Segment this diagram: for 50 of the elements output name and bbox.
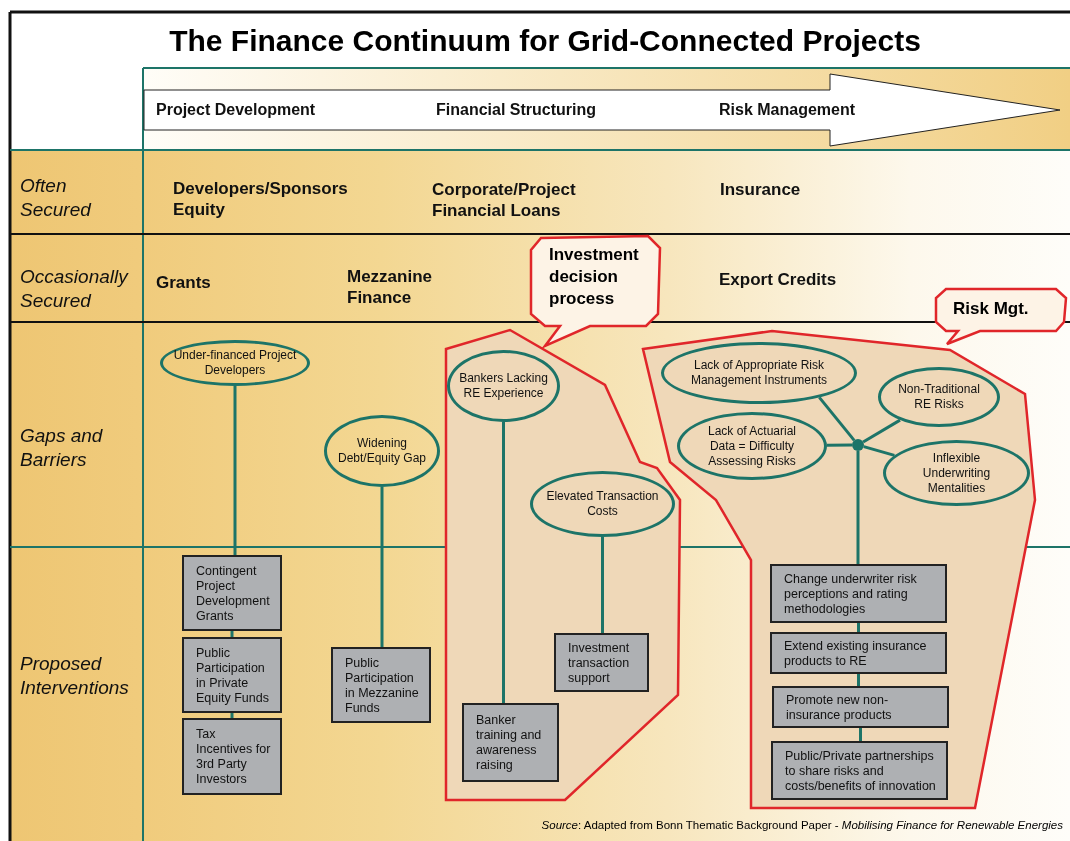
funding-source: Corporate/Project Financial Loans — [432, 179, 577, 221]
callout-bubble: Risk Mgt. — [933, 287, 1067, 347]
connector-line — [856, 451, 860, 564]
connector-line — [857, 623, 860, 632]
intervention-box: Public/Private partnerships to share risks and costs/benefits of innovation — [771, 741, 948, 800]
connector-line — [380, 487, 384, 647]
intervention-box: Investment transaction support — [554, 633, 649, 692]
row-header: Proposed Interventions — [20, 652, 130, 700]
connector-line — [859, 728, 862, 741]
connector-line — [826, 443, 852, 447]
funding-source: Developers/Sponsors Equity — [173, 178, 349, 220]
intervention-box: Extend existing insurance products to RE — [770, 632, 947, 674]
barrier-ellipse: Widening Debt/Equity Gap — [324, 415, 440, 487]
row-header: Occasionally Secured — [20, 265, 130, 313]
connector-line — [230, 631, 234, 637]
funding-source: Mezzanine Finance — [347, 266, 434, 308]
barrier-ellipse: Bankers Lacking RE Experience — [447, 350, 560, 422]
barrier-ellipse: Lack of Actuarial Data = Difficulty Assessing Risks — [677, 412, 827, 480]
connector-line — [601, 537, 604, 633]
source-note: Source: Adapted from Bonn Thematic Background Paper - Mobilising Finance for Renewable Energies — [540, 819, 1063, 833]
intervention-box: Contingent Project Development Grants — [182, 555, 282, 631]
barrier-ellipse: Elevated Transaction Costs — [530, 471, 675, 537]
barrier-ellipse: Inflexible Underwriting Mentalities — [883, 440, 1030, 506]
connector-line — [863, 445, 895, 457]
title: The Finance Continuum for Grid-Connected Projects — [168, 24, 922, 59]
row-header: Gaps and Barriers — [20, 424, 104, 472]
phase-label: Financial Structuring — [436, 101, 596, 119]
phase-label: Risk Management — [719, 101, 856, 119]
connector-line — [862, 418, 901, 444]
barrier-ellipse: Under-financed Project Developers — [160, 340, 310, 386]
connector-line — [818, 396, 856, 442]
row-header: Often Secured — [20, 174, 93, 222]
group-outline — [444, 328, 684, 804]
connector-line — [233, 386, 237, 555]
barrier-ellipse: Lack of Appropriate Risk Management Instruments — [661, 342, 857, 404]
funding-source: Grants — [156, 272, 212, 293]
intervention-box: Public Participation in Mezzanine Funds — [331, 647, 431, 723]
connector-line — [857, 674, 860, 686]
intervention-box: Public Participation in Private Equity Funds — [182, 637, 282, 713]
connector-line — [502, 422, 505, 703]
intervention-box: Promote new non-insurance products — [772, 686, 949, 728]
intervention-box: Banker training and awareness raising — [462, 703, 559, 782]
funding-source: Export Credits — [719, 269, 838, 290]
intervention-box: Change underwriter risk perceptions and rating methodologies — [770, 564, 947, 623]
funding-source: Insurance — [720, 179, 802, 200]
phase-label: Project Development — [156, 101, 316, 119]
barrier-ellipse: Non-Traditional RE Risks — [878, 367, 1000, 427]
intervention-box: Tax Incentives for 3rd Party Investors — [182, 718, 282, 795]
connector-line — [230, 713, 234, 718]
callout-bubble: Investment decision process — [529, 234, 663, 348]
